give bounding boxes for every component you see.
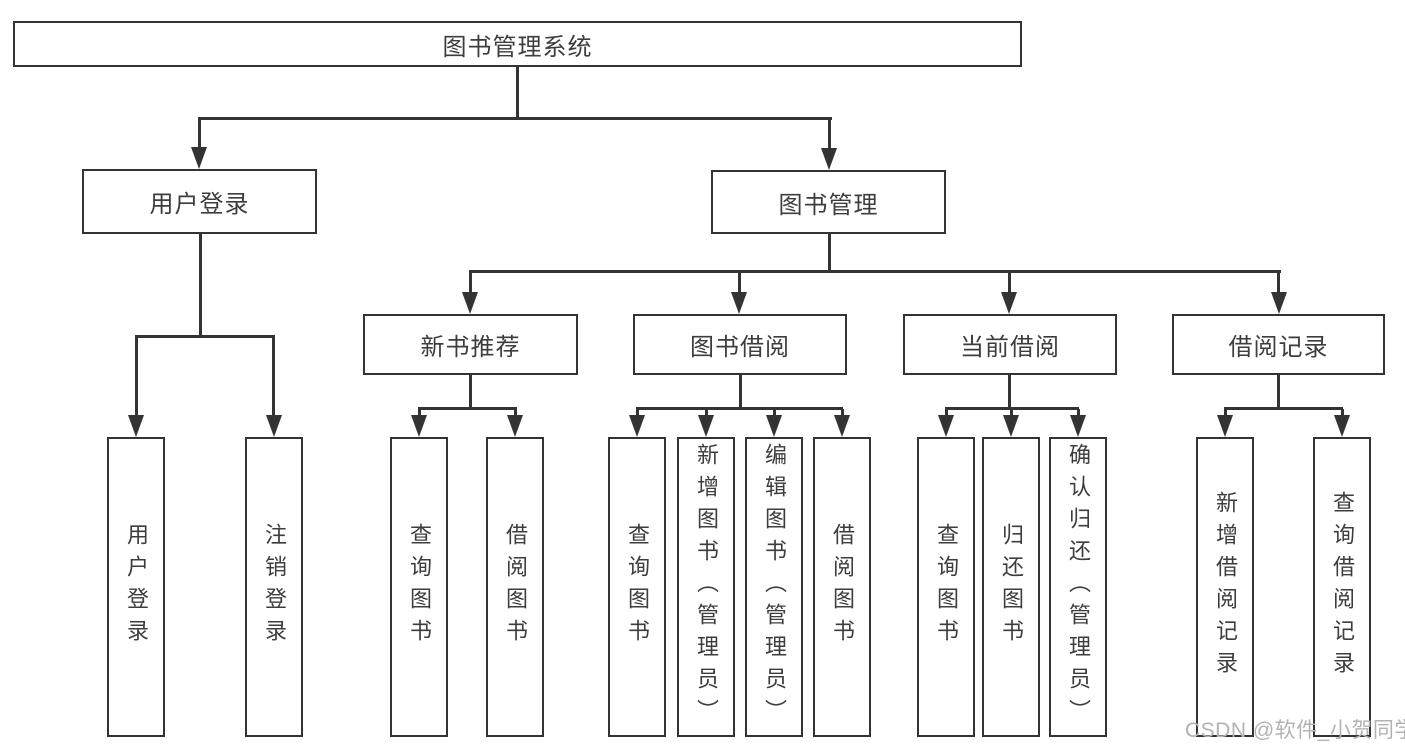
connector-line (514, 409, 517, 417)
connector-line (198, 119, 201, 149)
connector-line (1008, 373, 1011, 409)
node-nb-borrow-books-label: 借阅图书 (503, 523, 528, 651)
connector-line (1077, 409, 1080, 417)
connector-line (1008, 272, 1011, 294)
arrow-down-icon (629, 415, 645, 437)
node-br-query-record: 查询借阅记录 (1313, 437, 1371, 737)
arrow-down-icon (266, 415, 282, 437)
connector-line (272, 337, 275, 417)
connector-line (1277, 373, 1280, 409)
node-cb-query-books-label: 查询图书 (934, 523, 959, 651)
arrow-down-icon (1217, 415, 1233, 437)
node-new-book-rec: 新书推荐 (363, 314, 578, 375)
node-new-book-rec-label: 新书推荐 (420, 334, 521, 361)
arrow-down-icon (698, 415, 714, 437)
node-bb-edit-books: 编辑图书（管理员） (745, 437, 803, 737)
connector-line (828, 232, 831, 272)
connector-line (469, 270, 1281, 273)
connector-line (945, 409, 948, 417)
connector-line (739, 373, 742, 409)
node-cb-confirm-return: 确认归还（管理员） (1049, 437, 1107, 737)
connector-line (636, 409, 639, 417)
arrow-down-icon (1070, 415, 1086, 437)
arrow-down-icon (507, 415, 523, 437)
connector-line (469, 272, 472, 294)
connector-line (828, 119, 831, 150)
arrow-down-icon (1271, 292, 1287, 314)
connector-line (469, 373, 472, 409)
connector-line (135, 337, 138, 417)
node-root: 图书管理系统 (13, 21, 1022, 67)
node-book-mgmt: 图书管理 (711, 170, 946, 234)
csdn-watermark: CSDN @软件_小贺同学 (1185, 719, 1405, 742)
node-br-query-record-label: 查询借阅记录 (1330, 491, 1355, 683)
arrow-down-icon (1001, 292, 1017, 314)
arrow-down-icon (191, 147, 207, 169)
node-book-borrow: 图书借阅 (633, 314, 847, 375)
node-nb-query-books: 查询图书 (390, 437, 448, 737)
node-nb-query-books-label: 查询图书 (407, 523, 432, 651)
connector-line (516, 66, 519, 119)
node-book-borrow-label: 图书借阅 (690, 334, 790, 361)
arrow-down-icon (821, 148, 837, 170)
arrow-down-icon (462, 292, 478, 314)
node-bb-borrow-books-label: 借阅图书 (830, 523, 855, 651)
node-current-borrow: 当前借阅 (903, 314, 1117, 375)
node-bb-add-books-label: 新增图书（管理员） (694, 443, 719, 731)
node-cb-query-books: 查询图书 (917, 437, 975, 737)
node-root-label: 图书管理系统 (442, 33, 593, 61)
node-current-borrow-label: 当前借阅 (960, 334, 1060, 361)
node-logout: 注销登录 (245, 437, 303, 737)
arrow-down-icon (1003, 415, 1019, 437)
arrow-down-icon (731, 292, 747, 314)
arrow-down-icon (1334, 415, 1350, 437)
connector-line (705, 409, 708, 417)
node-bb-edit-books-label: 编辑图书（管理员） (762, 443, 787, 731)
node-br-add-record-label: 新增借阅记录 (1213, 491, 1238, 683)
connector-line (738, 272, 741, 294)
connector-line (1224, 409, 1227, 417)
node-cb-return-books: 归还图书 (982, 437, 1040, 737)
node-user-login-label: 用户登录 (149, 191, 250, 218)
connector-line (945, 407, 1079, 410)
connector-line (1341, 409, 1344, 417)
arrow-down-icon (938, 415, 954, 437)
node-cb-return-books-label: 归还图书 (999, 523, 1024, 651)
node-borrow-records: 借阅记录 (1172, 314, 1385, 375)
node-book-mgmt-label: 图书管理 (778, 191, 879, 219)
connector-line (418, 407, 517, 410)
connector-line (199, 232, 202, 337)
connector-line (418, 409, 421, 417)
node-login: 用户登录 (107, 437, 165, 737)
arrow-down-icon (411, 415, 427, 437)
connector-line (636, 407, 843, 410)
node-user-login: 用户登录 (82, 169, 317, 234)
node-bb-query-books: 查询图书 (608, 437, 666, 737)
arrow-down-icon (766, 415, 782, 437)
node-cb-confirm-return-label: 确认归还（管理员） (1066, 443, 1091, 731)
node-bb-borrow-books: 借阅图书 (813, 437, 871, 737)
node-borrow-records-label: 借阅记录 (1228, 334, 1329, 361)
node-bb-query-books-label: 查询图书 (625, 523, 650, 651)
arrow-down-icon (128, 415, 144, 437)
connector-line (841, 409, 844, 417)
connector-line (1010, 409, 1013, 417)
node-bb-add-books: 新增图书（管理员） (677, 437, 735, 737)
node-nb-borrow-books: 借阅图书 (486, 437, 544, 737)
connector-line (773, 409, 776, 417)
connector-line (1277, 272, 1280, 294)
connector-line (1224, 407, 1343, 410)
node-br-add-record: 新增借阅记录 (1196, 437, 1254, 737)
connector-line (135, 335, 275, 338)
node-logout-label: 注销登录 (262, 523, 287, 651)
connector-line (198, 117, 832, 120)
arrow-down-icon (834, 415, 850, 437)
node-login-label: 用户登录 (124, 523, 149, 651)
